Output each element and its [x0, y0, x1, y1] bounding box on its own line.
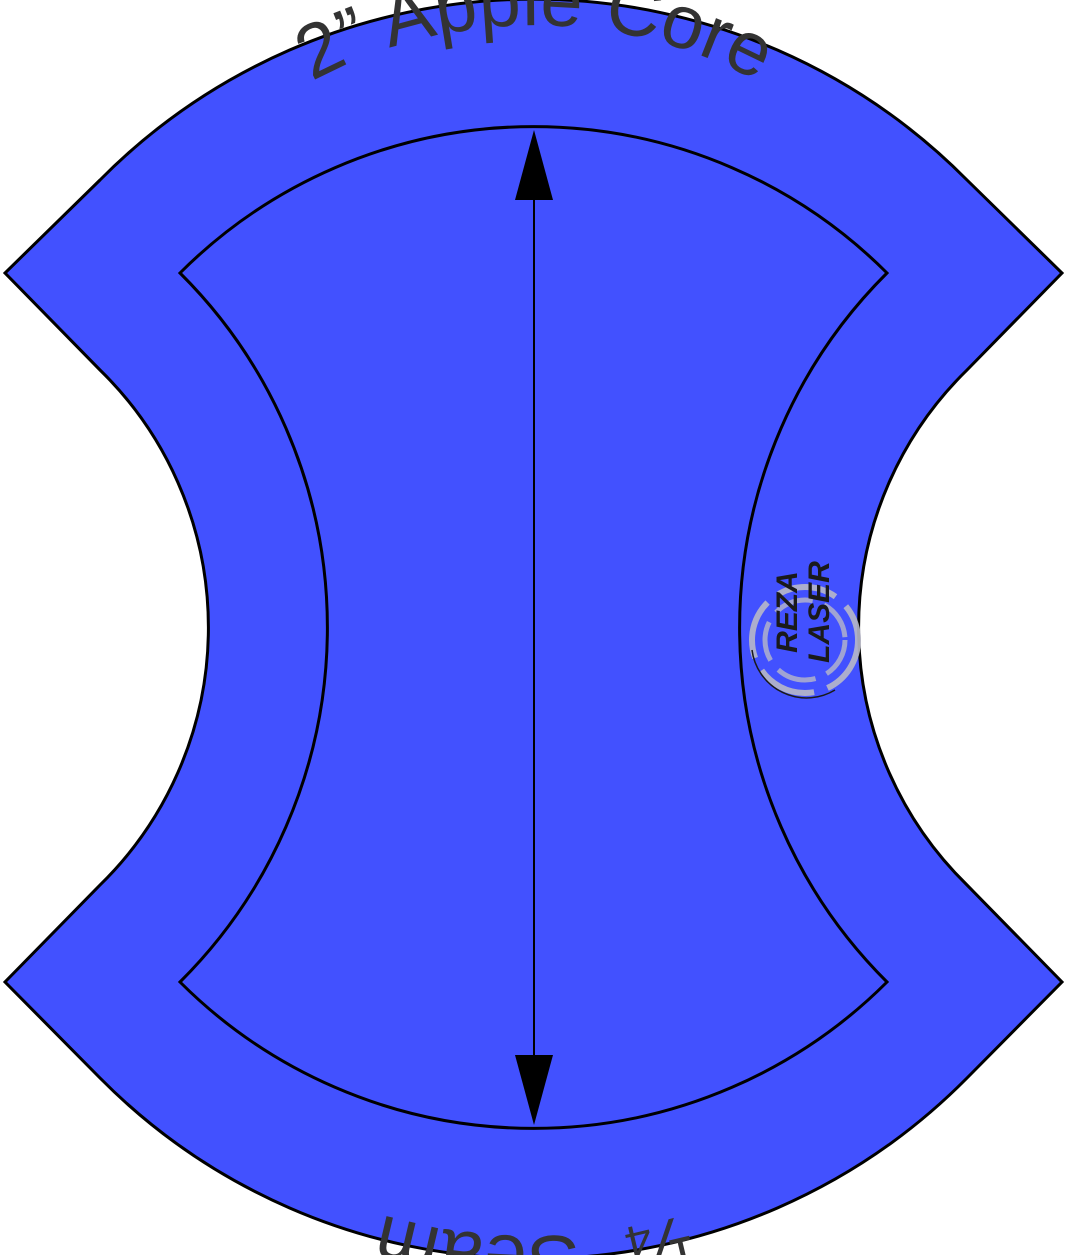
logo-swoosh — [751, 649, 836, 699]
logo-ring-inner — [762, 597, 848, 683]
measurement-arrow — [515, 130, 553, 1125]
logo-line-1: REZA — [771, 571, 804, 653]
arrow-head-down — [515, 1055, 553, 1125]
reza-laser-logo: REZA LASER — [749, 561, 861, 699]
arrow-head-up — [515, 130, 553, 200]
logo-line-2: LASER — [803, 561, 836, 663]
inner-finished-outline — [177, 125, 890, 1130]
logo-ring-outer — [749, 584, 861, 696]
